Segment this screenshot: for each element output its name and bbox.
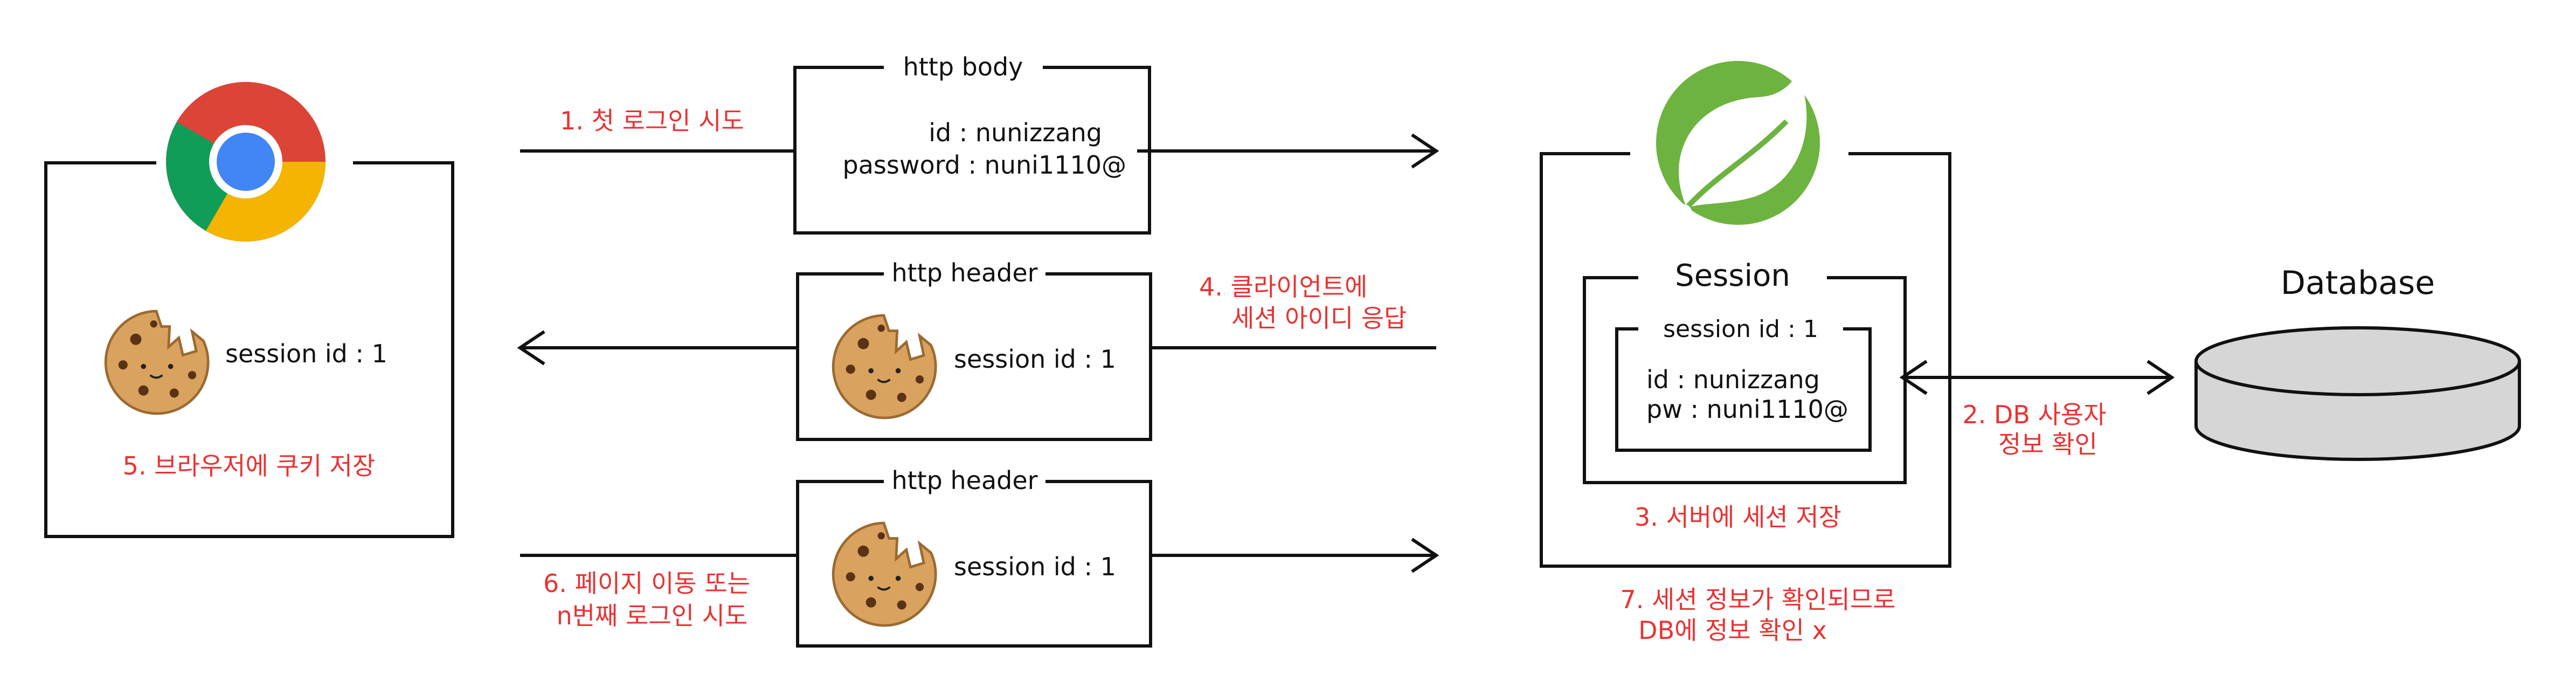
session-entry-title: session id : 1 <box>1663 315 1818 343</box>
chrome-logo-icon <box>166 82 326 242</box>
db-check-label-line1: 2. DB 사용자 <box>1962 400 2106 429</box>
repeat-step-label-line2: n번째 로그인 시도 <box>557 601 748 630</box>
response-cookie-label: session id : 1 <box>954 345 1116 374</box>
cookie-icon <box>833 315 936 418</box>
login-id-text: id : nunizzang <box>929 118 1102 147</box>
browser-cookie-caption: 5. 브라우저에 쿠키 저장 <box>123 451 376 480</box>
session-store-title: Session <box>1675 258 1790 293</box>
session-entry-pw: pw : nuni1110@ <box>1646 395 1848 424</box>
db-check-label-line2: 정보 확인 <box>1998 430 2097 459</box>
server-box <box>1540 152 1951 568</box>
response-arrowhead <box>517 330 545 366</box>
session-store-box <box>1583 276 1907 484</box>
http-header-repeat-box <box>796 480 1152 648</box>
client-cookie-label: session id : 1 <box>225 339 387 368</box>
database-title: Database <box>2281 264 2435 302</box>
login-arrowhead <box>1411 133 1439 169</box>
response-step-label-line1: 4. 클라이언트에 <box>1199 272 1367 301</box>
repeat-arrowhead <box>1411 538 1439 573</box>
http-body-title: http body <box>903 52 1023 81</box>
http-header-response-box <box>796 272 1152 441</box>
server-note-line1: 7. 세션 정보가 확인되므로 <box>1621 585 1896 614</box>
server-store-caption: 3. 서버에 세션 저장 <box>1635 503 1841 532</box>
response-header-title: http header <box>891 258 1037 287</box>
http-body-box <box>793 66 1151 235</box>
db-arrowhead-right <box>2146 360 2175 395</box>
repeat-cookie-label: session id : 1 <box>954 552 1116 581</box>
session-entry-box <box>1615 327 1872 452</box>
login-step-label: 1. 첫 로그인 시도 <box>560 106 744 135</box>
client-box <box>44 161 454 538</box>
response-step-label-line2: 세션 아이디 응답 <box>1231 304 1407 333</box>
database-cylinder-icon <box>2194 326 2521 461</box>
cookie-icon <box>833 523 936 625</box>
spring-leaf-icon <box>1656 61 1820 225</box>
repeat-step-label-line1: 6. 페이지 이동 또는 <box>543 569 750 598</box>
session-entry-id: id : nunizzang <box>1646 365 1820 394</box>
server-note-line2: DB에 정보 확인 x <box>1638 616 1827 645</box>
repeat-header-title: http header <box>891 466 1037 495</box>
login-password-text: password : nuni1110@ <box>843 150 1126 180</box>
db-arrowhead-left <box>1899 360 1928 395</box>
cookie-icon <box>106 311 208 414</box>
